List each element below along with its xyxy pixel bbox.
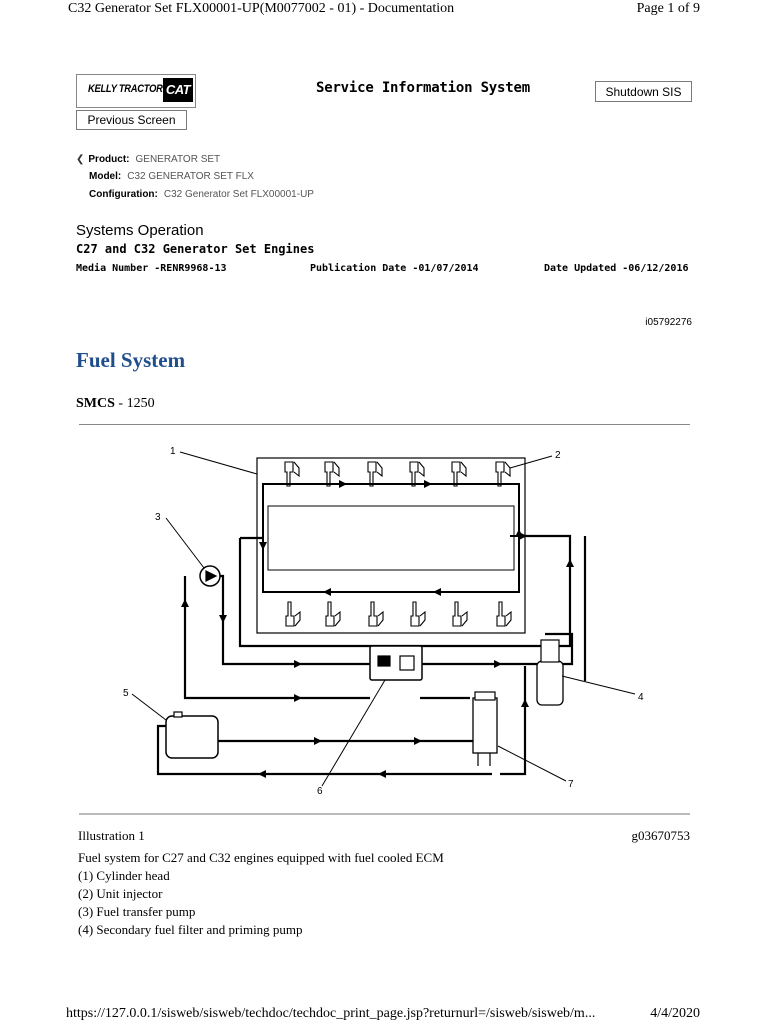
legend-item: (1) Cylinder head (78, 868, 170, 883)
model-value: C32 GENERATOR SET FLX (127, 171, 254, 182)
cylinder-head-outline (256, 457, 526, 634)
model-label: Model: (89, 171, 122, 182)
callout-6: 6 (317, 786, 323, 797)
callout-4: 4 (638, 692, 644, 703)
illustration-id: g03670753 (631, 828, 691, 843)
secondary-filter (536, 660, 564, 706)
print-header-title: C32 Generator Set FLX00001-UP(M0077002 -… (68, 1, 455, 16)
callout-2: 2 (555, 450, 561, 461)
media-number: Media Number -RENR9968-13 (76, 263, 227, 274)
callout-1: 1 (170, 446, 176, 457)
legend-item: (4) Secondary fuel filter and priming pu… (78, 922, 303, 937)
divider (79, 813, 690, 815)
callout-7: 7 (568, 779, 574, 790)
legend-item: (2) Unit injector (78, 886, 163, 901)
smcs-label: SMCS (76, 396, 115, 411)
chevron-left-icon[interactable]: ❮ (76, 154, 85, 165)
smcs-code: SMCS - 1250 (76, 396, 155, 412)
primary-filter (472, 697, 498, 754)
publication-date: Publication Date -01/07/2014 (310, 263, 479, 274)
configuration-label: Configuration: (89, 189, 158, 200)
illustration-label: Illustration 1 (78, 828, 145, 843)
breadcrumb-configuration: Configuration: C32 Generator Set FLX00001… (89, 189, 314, 200)
configuration-value: C32 Generator Set FLX00001-UP (163, 189, 314, 200)
previous-screen-button[interactable]: Previous Screen (76, 110, 187, 130)
document-section: Systems Operation (76, 222, 204, 239)
fuel-system-diagram: 1 2 3 4 5 6 7 (123, 446, 644, 797)
document-subtitle: C27 and C32 Generator Set Engines (76, 242, 315, 256)
breadcrumb-model: Model: C32 GENERATOR SET FLX (89, 171, 254, 182)
illustration-caption: Fuel system for C27 and C32 engines equi… (78, 850, 444, 865)
fuel-tank (165, 715, 219, 759)
product-value: GENERATOR SET (135, 154, 221, 165)
legend-item: (3) Fuel transfer pump (78, 904, 196, 919)
dealer-logo-text: KELLY TRACTOR (88, 83, 163, 95)
injectors-bottom (285, 601, 512, 627)
page-title: Fuel System (76, 348, 186, 372)
cat-logo: CAT (163, 78, 193, 102)
ecm-module (369, 645, 423, 681)
injectors-top (284, 461, 511, 487)
callout-3: 3 (155, 512, 161, 523)
breadcrumb-product[interactable]: ❮Product: GENERATOR SET (76, 154, 220, 165)
divider (79, 424, 690, 425)
date-updated: Date Updated -06/12/2016 (544, 263, 689, 274)
smcs-value: - 1250 (114, 396, 155, 411)
document-id: i05792276 (645, 317, 692, 328)
print-header-page-number: Page 1 of 9 (636, 1, 700, 16)
illustration-legend: (1) Cylinder head (2) Unit injector (3) … (78, 867, 303, 939)
shutdown-sis-button[interactable]: Shutdown SIS (595, 81, 692, 102)
callout-5: 5 (123, 688, 129, 699)
system-title: Service Information System (316, 80, 530, 96)
print-footer-url: https://127.0.0.1/sisweb/sisweb/techdoc/… (66, 1006, 596, 1021)
product-label: Product: (88, 154, 130, 165)
print-footer-date: 4/4/2020 (650, 1006, 700, 1021)
